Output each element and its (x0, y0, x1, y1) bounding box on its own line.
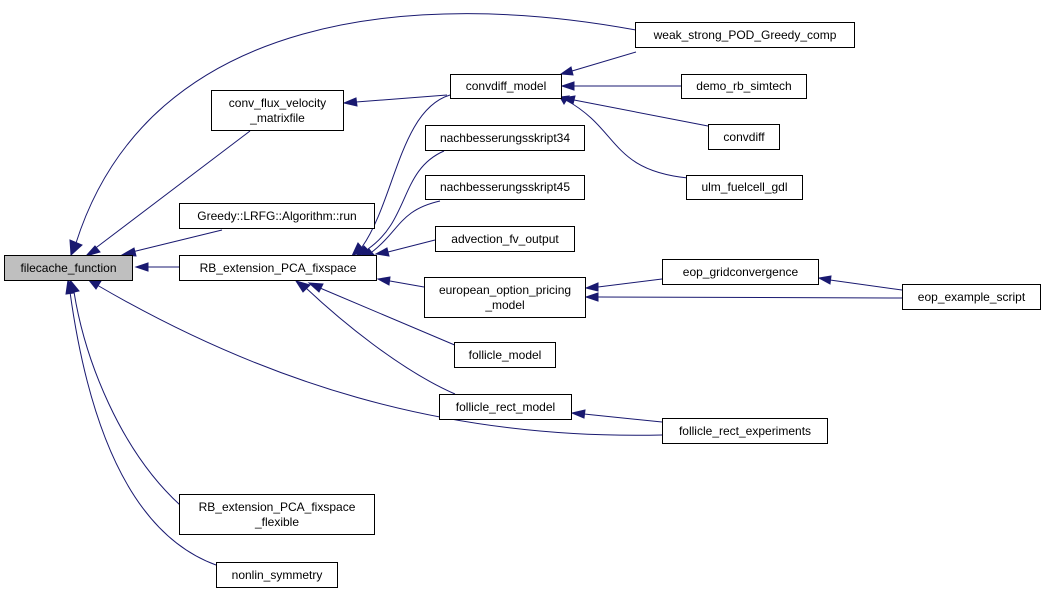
edge-follicle-experiments-to-filecache (96, 284, 663, 436)
node-label: eop_gridconvergence (682, 264, 799, 279)
node-label: _flexible (254, 514, 300, 529)
node-label: convdiff (723, 129, 765, 144)
node-label: ulm_fuelcell_gdl (701, 180, 788, 194)
arrowhead (84, 245, 101, 257)
european-option-pricing-model-node[interactable]: european_option_pricing _model (424, 277, 586, 318)
arrowhead (376, 276, 391, 286)
edge-follicle-rect-to-rb-extension (305, 287, 456, 395)
edge-eop-grid-to-european (597, 278, 663, 288)
convdiff-node[interactable]: convdiff (708, 124, 780, 150)
arrowhead (294, 280, 311, 293)
edge-eop-example-to-eop-grid (829, 279, 903, 291)
edge-convdiff-model-to-conv-flux (355, 94, 448, 103)
filecache-function-node: filecache_function (4, 255, 133, 281)
node-label: nachbesserungsskript34 (439, 130, 571, 145)
nachbesserungsskript45-node[interactable]: nachbesserungsskript45 (425, 175, 585, 200)
node-label: eop_example_script (917, 289, 1026, 304)
advection-fv-output-node[interactable]: advection_fv_output (435, 226, 575, 252)
node-label: Greedy::LRFG::Algorithm::run (197, 208, 357, 223)
node-label: convdiff_model (465, 79, 547, 93)
edge-greedy-to-filecache (131, 229, 223, 253)
node-label: weak_strong_POD_Greedy_comp (653, 27, 837, 42)
node-label: demo_rb_simtech (696, 79, 792, 93)
node-label: follicle_model (468, 347, 542, 362)
edge-rb-flexible-to-filecache (73, 291, 181, 506)
conv-flux-velocity-matrixfile-node[interactable]: conv_flux_velocity _matrixfile (211, 90, 344, 131)
arrowhead (307, 282, 324, 293)
edge-convdiff-to-convdiff-model (573, 99, 709, 127)
arrowhead (559, 66, 574, 76)
node-label: RB_extension_PCA_fixspace (199, 260, 357, 275)
arrowhead (570, 409, 586, 419)
follicle-rect-model-node[interactable]: follicle_rect_model (439, 394, 572, 420)
node-label: _matrixfile (250, 110, 305, 125)
node-label: nonlin_symmetry (231, 567, 323, 582)
arrowhead (374, 247, 390, 257)
edge-advection-to-rb-extension (387, 239, 436, 253)
arrowhead (817, 275, 832, 285)
greedy-lrfg-algorithm-run-node[interactable]: Greedy::LRFG::Algorithm::run (179, 203, 375, 229)
nachbesserungsskript34-node[interactable]: nachbesserungsskript34 (425, 125, 585, 151)
node-label: RB_extension_PCA_fixspace (198, 499, 356, 514)
arrowhead (342, 97, 358, 107)
nonlin-symmetry-node[interactable]: nonlin_symmetry (216, 562, 338, 588)
edge-weak-strong-to-filecache (75, 13, 637, 244)
node-label: nachbesserungsskript45 (439, 180, 571, 194)
edge-convdiff-model-to-rb-extension (361, 94, 451, 248)
edge-ulm-to-convdiff-model (565, 99, 689, 179)
node-label: european_option_pricing (438, 282, 572, 297)
edge-nachb45-to-rb-extension (371, 200, 441, 253)
node-label: filecache_function (20, 260, 117, 275)
arrowhead (134, 262, 149, 272)
arrowhead (69, 239, 83, 257)
convdiff-model-node[interactable]: convdiff_model (450, 74, 562, 99)
arrowhead (560, 81, 575, 91)
edge-nachb34-to-rb-extension (367, 150, 445, 250)
eop-example-script-node[interactable]: eop_example_script (902, 284, 1041, 310)
edge-follicle-experiments-to-follicle-rect (583, 413, 663, 423)
node-label: follicle_rect_experiments (678, 423, 812, 438)
node-label: conv_flux_velocity (228, 95, 327, 110)
arrowhead (584, 292, 599, 302)
arrowhead (584, 282, 599, 292)
edge-eop-example-to-european (597, 296, 903, 299)
node-label: follicle_rect_model (455, 399, 556, 414)
edge-european-to-rb-extension (389, 280, 425, 288)
demo-rb-simtech-node[interactable]: demo_rb_simtech (681, 74, 807, 99)
arrowhead (65, 278, 75, 295)
follicle-rect-experiments-node[interactable]: follicle_rect_experiments (662, 418, 828, 444)
eop-gridconvergence-node[interactable]: eop_gridconvergence (662, 259, 819, 285)
ulm-fuelcell-gdl-node[interactable]: ulm_fuelcell_gdl (686, 175, 803, 200)
follicle-model-node[interactable]: follicle_model (454, 342, 556, 368)
weak-strong-pod-greedy-comp-node[interactable]: weak_strong_POD_Greedy_comp (635, 22, 855, 48)
rb-extension-pca-fixspace-node[interactable]: RB_extension_PCA_fixspace (179, 255, 377, 281)
node-label: _model (485, 297, 525, 312)
edge-conv-flux-to-filecache (92, 130, 251, 251)
edge-weak-strong-to-convdiff-model (571, 51, 637, 72)
node-label: advection_fv_output (451, 231, 559, 246)
edge-follicle-model-to-rb-extension (319, 287, 458, 347)
edge-nonlin-to-filecache (69, 291, 217, 566)
arrowhead (559, 95, 570, 105)
rb-extension-pca-fixspace-flexible-node[interactable]: RB_extension_PCA_fixspace _flexible (179, 494, 375, 535)
